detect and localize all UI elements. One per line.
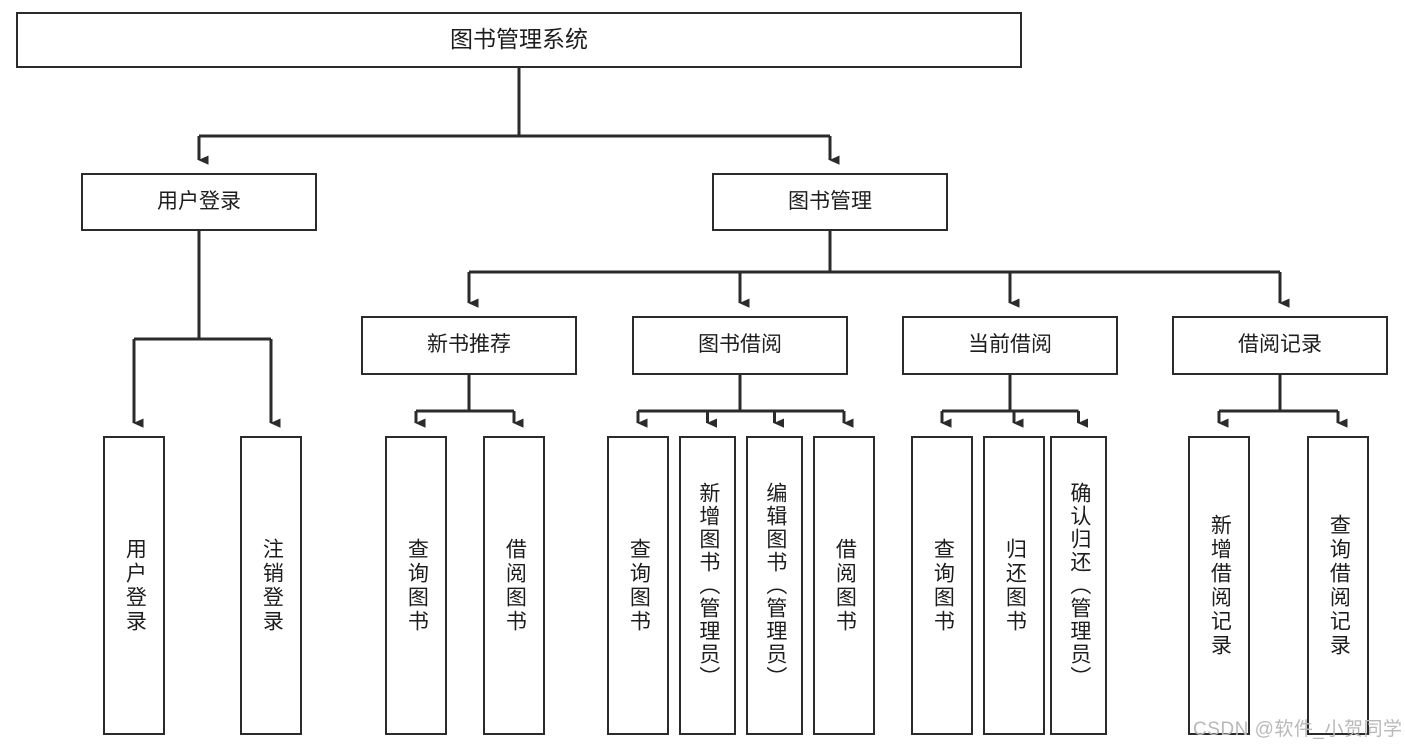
node-leaf-add-book[interactable]: 新增图书（管理员） [679, 436, 736, 735]
node-leaf-query-book-borrow[interactable]: 查询图书 [607, 436, 669, 735]
node-leaf-borrow-book-recommend-label: 借阅图书 [503, 537, 527, 634]
node-current-borrow[interactable]: 当前借阅 [902, 316, 1118, 375]
node-leaf-query-book-current[interactable]: 查询图书 [911, 436, 973, 735]
node-leaf-borrow-book[interactable]: 借阅图书 [813, 436, 875, 735]
node-leaf-edit-book[interactable]: 编辑图书（管理员） [746, 436, 803, 735]
node-root[interactable]: 图书管理系统 [16, 12, 1022, 68]
node-book-manage-label: 图书管理 [788, 189, 872, 213]
node-leaf-borrow-book-label: 借阅图书 [833, 537, 857, 634]
node-leaf-query-book-recommend-label: 查询图书 [405, 537, 429, 634]
node-leaf-query-book-recommend[interactable]: 查询图书 [385, 436, 447, 735]
node-book-borrow-label: 图书借阅 [698, 333, 782, 357]
node-user-login[interactable]: 用户登录 [81, 173, 317, 231]
node-leaf-user-login[interactable]: 用户登录 [103, 436, 165, 735]
node-leaf-add-book-label: 新增图书（管理员） [696, 482, 720, 689]
node-leaf-user-logout-label: 注销登录 [260, 537, 284, 634]
node-borrow-record[interactable]: 借阅记录 [1172, 316, 1388, 375]
node-leaf-query-borrow-record-label: 查询借阅记录 [1327, 513, 1351, 658]
node-user-login-label: 用户登录 [157, 189, 241, 213]
node-current-borrow-label: 当前借阅 [968, 333, 1052, 357]
node-leaf-user-logout[interactable]: 注销登录 [240, 436, 302, 735]
node-new-book-recommend[interactable]: 新书推荐 [361, 316, 577, 375]
node-root-label: 图书管理系统 [450, 26, 588, 53]
node-leaf-confirm-return-label: 确认归还（管理员） [1067, 482, 1091, 689]
node-leaf-add-borrow-record[interactable]: 新增借阅记录 [1188, 436, 1250, 735]
node-leaf-user-login-label: 用户登录 [123, 537, 147, 634]
node-leaf-query-book-borrow-label: 查询图书 [627, 537, 651, 634]
node-book-borrow[interactable]: 图书借阅 [632, 316, 848, 375]
node-leaf-confirm-return[interactable]: 确认归还（管理员） [1050, 436, 1107, 735]
node-leaf-return-book[interactable]: 归还图书 [983, 436, 1045, 735]
node-leaf-borrow-book-recommend[interactable]: 借阅图书 [483, 436, 545, 735]
node-book-manage[interactable]: 图书管理 [712, 173, 948, 231]
node-borrow-record-label: 借阅记录 [1238, 333, 1322, 357]
node-leaf-query-borrow-record[interactable]: 查询借阅记录 [1307, 436, 1369, 735]
csdn-watermark: CSDN @软件_小贺同学 [1193, 719, 1403, 740]
node-leaf-add-borrow-record-label: 新增借阅记录 [1208, 513, 1232, 658]
node-leaf-return-book-label: 归还图书 [1003, 537, 1027, 634]
node-leaf-query-book-current-label: 查询图书 [931, 537, 955, 634]
node-leaf-edit-book-label: 编辑图书（管理员） [763, 482, 787, 689]
node-new-book-recommend-label: 新书推荐 [427, 333, 511, 357]
